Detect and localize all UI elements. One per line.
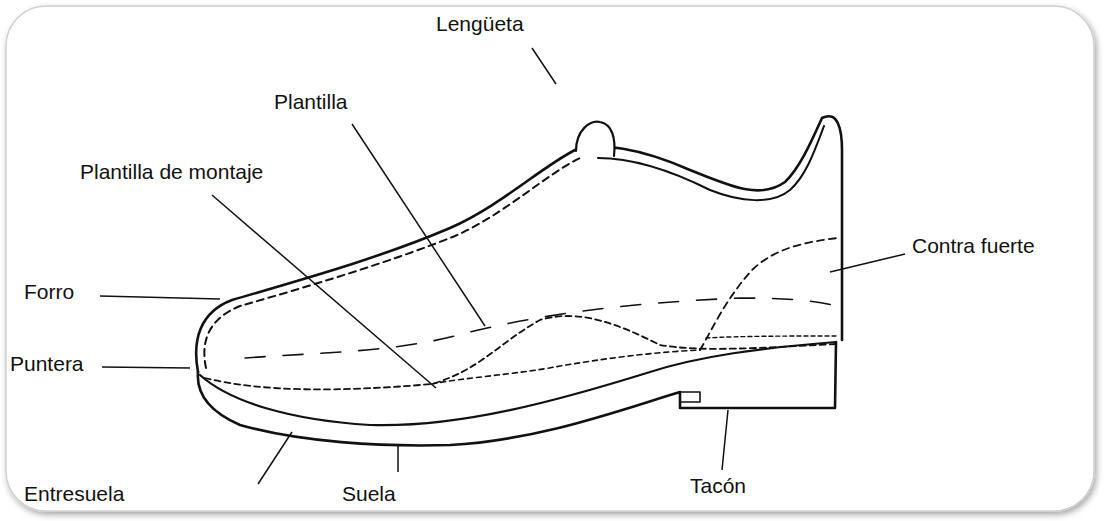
leader-line bbox=[102, 367, 190, 368]
leader-line bbox=[830, 254, 905, 272]
part-label: Forro bbox=[24, 280, 74, 304]
part-label: Puntera bbox=[10, 352, 84, 376]
leader-line bbox=[100, 296, 220, 299]
part-label: Contra fuerte bbox=[912, 234, 1035, 258]
lining-dashed bbox=[204, 158, 580, 368]
leader-line bbox=[532, 48, 556, 84]
heel-step bbox=[680, 392, 700, 402]
part-label: Tacón bbox=[690, 474, 746, 498]
leader-line bbox=[352, 124, 485, 326]
lasting-board-dashed bbox=[205, 316, 836, 389]
lasting-board-dashed bbox=[432, 350, 700, 384]
leader-lines bbox=[100, 48, 905, 484]
part-label: Lengüeta bbox=[436, 12, 524, 36]
part-label: Entresuela bbox=[24, 482, 124, 506]
part-label: Suela bbox=[342, 482, 396, 506]
sole-outline bbox=[198, 342, 836, 445]
counter-dashed bbox=[706, 336, 836, 338]
frame bbox=[6, 6, 1094, 511]
counter-dashed bbox=[700, 238, 838, 350]
leader-line bbox=[397, 444, 399, 472]
tongue bbox=[576, 122, 614, 156]
leader-line bbox=[212, 195, 436, 388]
leader-line bbox=[722, 410, 728, 470]
leader-line bbox=[258, 432, 292, 484]
part-label: Plantilla de montaje bbox=[80, 160, 263, 184]
insole-dashed bbox=[245, 298, 836, 358]
part-label: Plantilla bbox=[274, 90, 348, 114]
collar-edge bbox=[598, 126, 824, 200]
